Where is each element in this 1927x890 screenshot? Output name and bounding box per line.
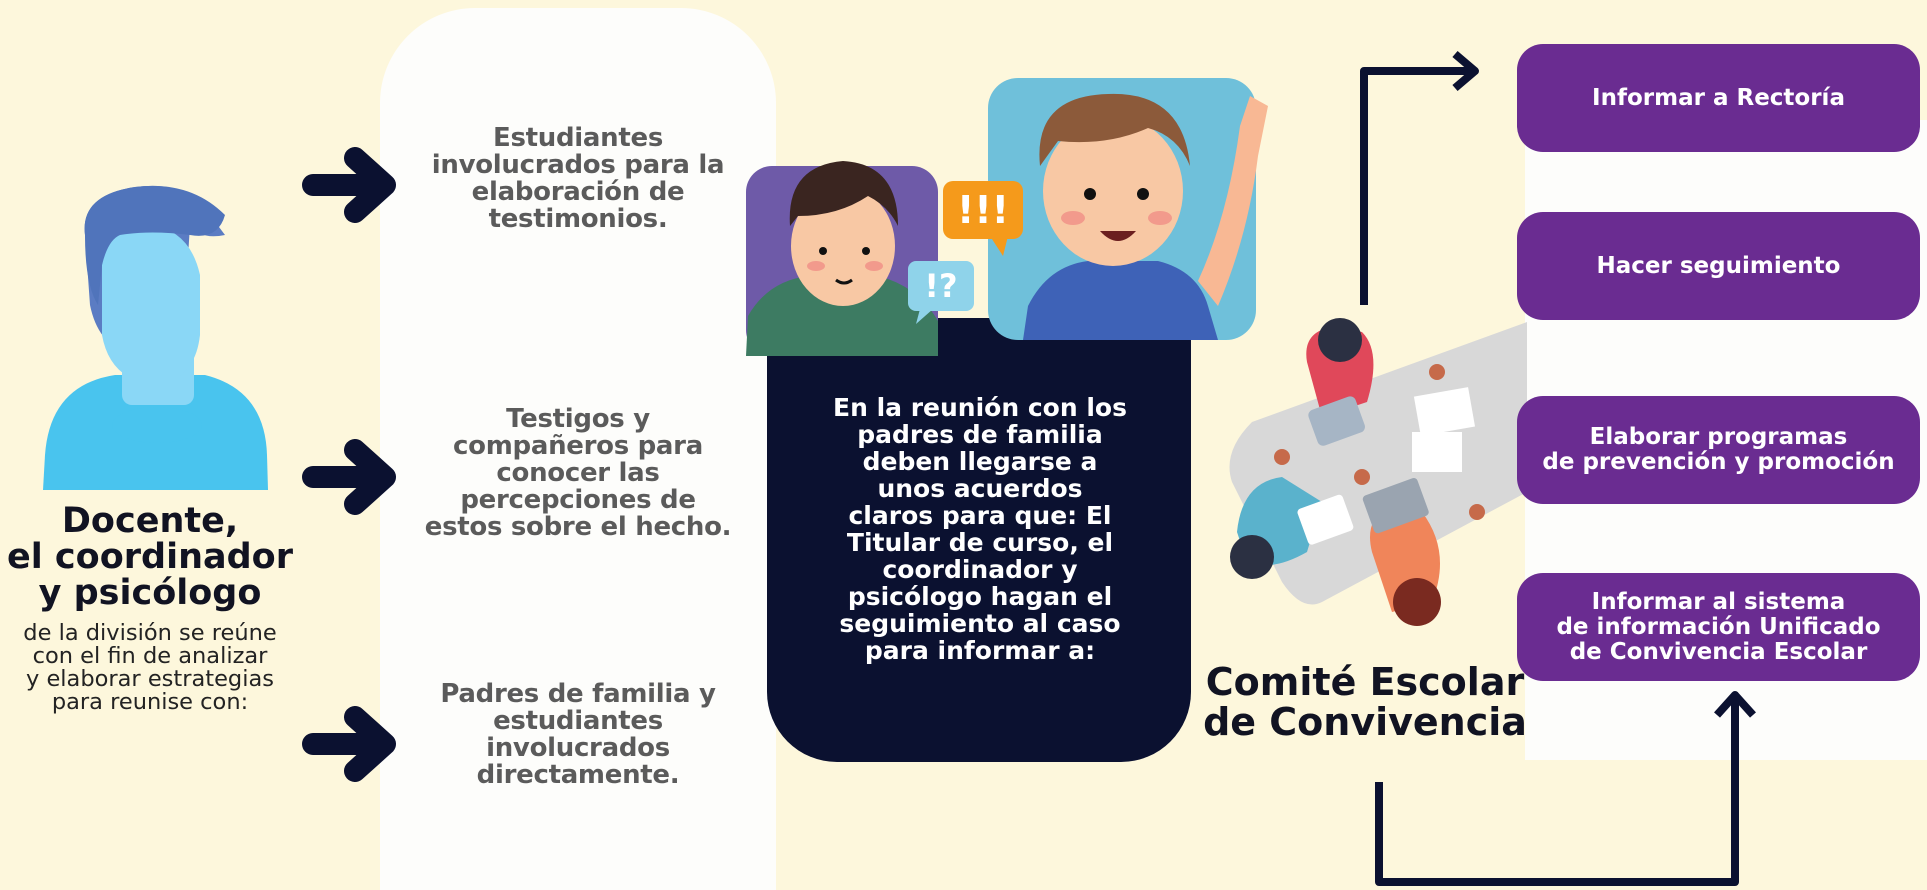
action-hacer-seguimiento: Hacer seguimiento [1517,212,1920,320]
question-bubble: !? [924,267,958,305]
conversation-illustration [746,78,1268,356]
group-line: Testigos y [506,404,650,434]
person-description-line: de la división se reúne [23,620,277,646]
group-line: Padres de familia y [440,679,716,709]
meeting-line: coordinador y [882,555,1078,584]
meeting-text: En la reunión con los padres de familia … [820,394,1140,664]
person-description-line: y elaborar estrategias [26,666,274,692]
meeting-line: Titular de curso, el [846,528,1114,557]
action-line: Elaborar programas [1589,424,1848,450]
person-title-line: el coordinador [7,537,293,577]
group-line: involucrados [486,733,670,763]
action-line: Informar a Rectoría [1592,84,1845,111]
middle-column-panel [380,8,776,890]
group-line: directamente. [476,760,680,790]
meeting-panel [767,318,1191,762]
person-title: Docente, el coordinador y psicólogo [0,503,300,611]
connector-bottom-arrow [1375,691,1756,886]
group-students: Estudiantes involucrados para la elabora… [418,125,738,233]
action-informar-rectoria: Informar a Rectoría [1517,44,1920,152]
group-line: estudiantes [493,706,663,736]
group-line: estos sobre el hecho. [424,512,732,542]
exclamation-bubble: !!! [957,188,1009,232]
meeting-line: deben llegarse a [862,447,1098,476]
action-line: de prevención y promoción [1542,449,1895,475]
committee-title: Comité Escolar de Convivencia [1195,662,1535,742]
action-informar-sistema: Informar al sistema de información Unifi… [1517,573,1920,681]
connector-up-arrow [1360,50,1479,305]
group-line: elaboración de [471,177,685,207]
committee-title-line: Comité Escolar [1205,660,1525,704]
arrow-right-icon [302,706,396,782]
action-elaborar-programas: Elaborar programas de prevención y promo… [1517,396,1920,504]
person-title-line: Docente, [61,501,239,541]
meeting-line: para informar a: [864,636,1096,665]
group-line: involucrados para la [431,150,725,180]
person-description-line: con el fin de analizar [32,643,268,669]
arrow-right-icon [302,147,396,223]
meeting-table-illustration [1229,318,1527,626]
meeting-line: claros para que: El [848,501,1112,530]
meeting-line: psicólogo hagan el [847,582,1113,611]
group-witnesses: Testigos y compañeros para conocer las p… [418,406,738,541]
meeting-line: unos acuerdos [877,474,1083,503]
action-line: Informar al sistema [1591,588,1846,615]
group-line: percepciones de [460,485,696,515]
group-line: testimonios. [488,204,668,234]
person-description-line: para reunise con: [51,689,249,715]
arrow-right-icon [302,439,396,515]
action-line: de información Unificado [1556,613,1881,640]
meeting-line: padres de familia [857,420,1103,449]
group-line: Estudiantes [493,123,663,153]
action-line: de Convivencia Escolar [1569,638,1868,665]
meeting-line: En la reunión con los [833,393,1127,422]
person-description: de la división se reúne con el fin de an… [0,622,300,714]
person-title-line: y psicólogo [38,573,262,613]
committee-title-line: de Convivencia [1203,700,1527,744]
group-line: compañeros para [453,431,703,461]
group-line: conocer las [496,458,660,488]
meeting-line: seguimiento al caso [839,609,1121,638]
action-line: Hacer seguimiento [1596,252,1841,279]
teacher-avatar-icon [43,185,268,490]
group-parents: Padres de familia y estudiantes involucr… [418,681,738,789]
